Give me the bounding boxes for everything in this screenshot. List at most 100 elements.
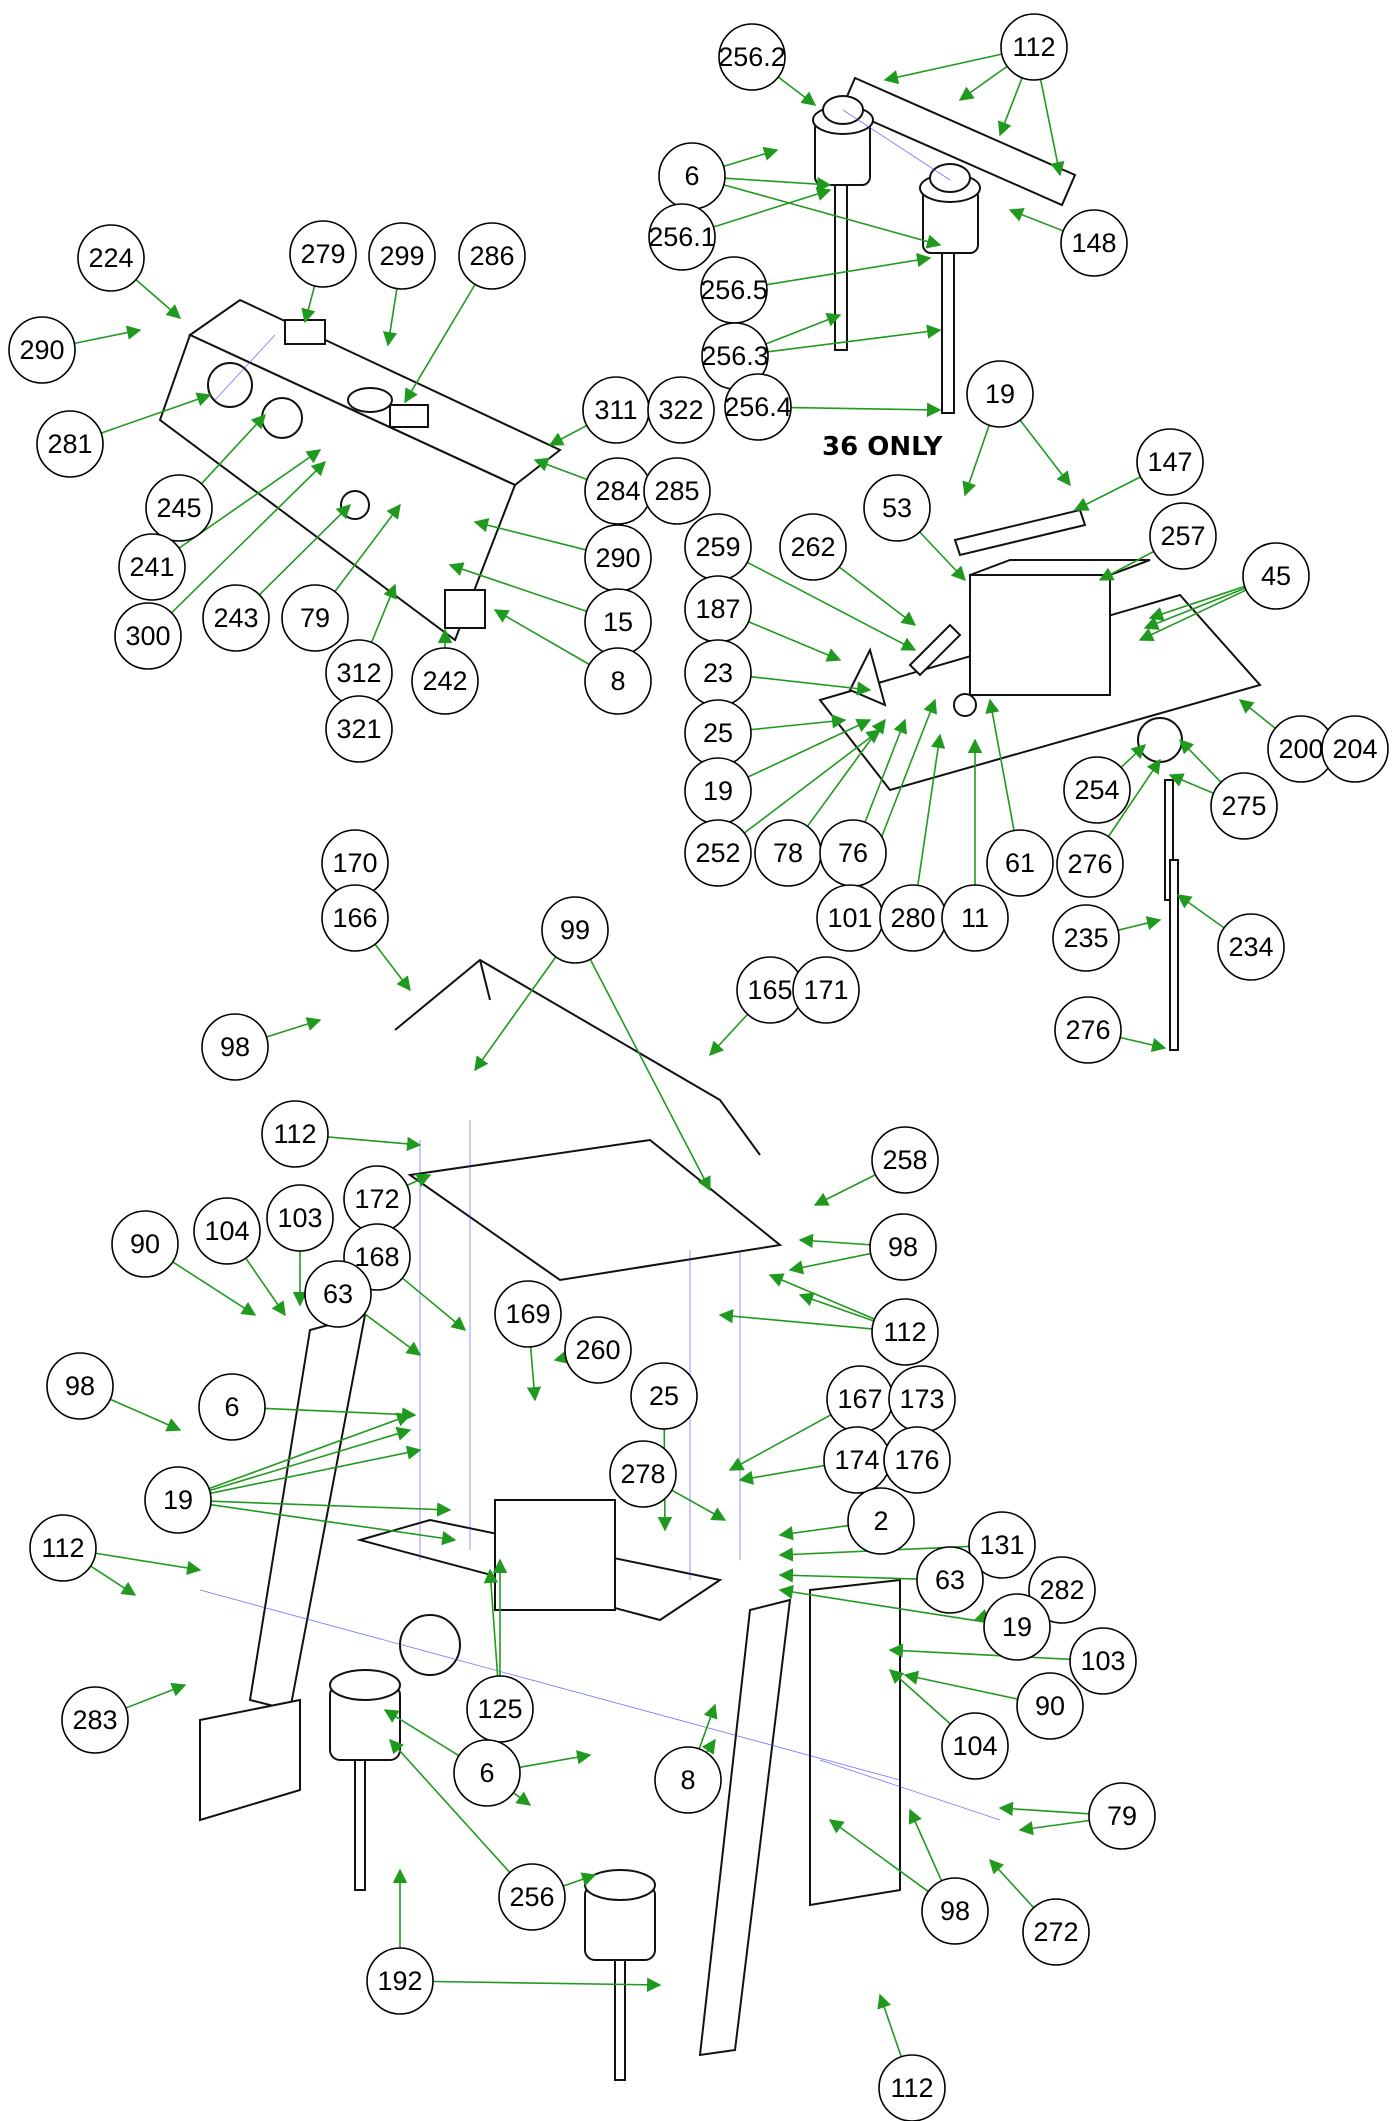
callout-19: 19: [144, 1466, 212, 1534]
callout-98: 98: [201, 1013, 269, 1081]
leader-line: [1018, 1819, 1090, 1836]
callout-311: 311: [582, 376, 650, 444]
callout-278: 278: [609, 1440, 677, 1508]
callout-147: 147: [1136, 428, 1204, 496]
callout-257: 257: [1149, 502, 1217, 570]
leader-line: [1143, 587, 1246, 630]
leader-line: [90, 1565, 137, 1596]
callout-label: 176: [894, 1445, 939, 1475]
leader-line: [709, 1013, 749, 1057]
callout-174: 174: [823, 1426, 891, 1494]
callout-25: 25: [630, 1362, 698, 1430]
callout-125: 125: [466, 1675, 534, 1743]
callout-280: 280: [879, 884, 947, 952]
leader-line: [1119, 1036, 1167, 1053]
leader-line: [767, 324, 942, 353]
leader-line: [750, 675, 872, 696]
callout-label: 6: [224, 1392, 239, 1422]
callout-167: 167: [826, 1365, 894, 1433]
leader-line: [258, 503, 352, 596]
leader-line: [562, 1872, 597, 1887]
callout-label: 285: [654, 476, 699, 506]
callout-label: 284: [595, 476, 640, 506]
callout-8: 8: [654, 1746, 722, 1814]
callout-103: 103: [1069, 1627, 1137, 1695]
leader-line: [1098, 550, 1155, 581]
callout-171: 171: [792, 956, 860, 1024]
callout-79: 79: [1088, 1782, 1156, 1850]
callout-241: 241: [118, 533, 186, 601]
leader-line: [997, 77, 1023, 137]
callout-label: 112: [890, 2073, 933, 2103]
leader-line: [1019, 419, 1071, 487]
callout-label: 299: [379, 241, 424, 271]
callout-label: 125: [477, 1694, 522, 1724]
leader-line: [589, 958, 711, 1192]
callout-label: 6: [684, 161, 699, 191]
callout-299: 299: [368, 222, 436, 290]
callout-label: 283: [72, 1705, 117, 1735]
callout-label: 258: [882, 1145, 927, 1175]
leader-line: [100, 392, 212, 434]
leader-line: [738, 1464, 825, 1485]
callout-label: 168: [354, 1242, 399, 1272]
callout-283: 283: [61, 1686, 129, 1754]
callout-76: 76: [819, 819, 887, 887]
callout-312: 312: [325, 639, 393, 707]
callout-290: 290: [8, 316, 76, 384]
callout-label: 76: [838, 838, 868, 868]
leader-line: [266, 1017, 322, 1038]
leader-lines: [74, 53, 1276, 2058]
callout-label: 103: [277, 1203, 322, 1233]
callout-label: 63: [935, 1565, 965, 1595]
callout-label: 256: [509, 1882, 554, 1912]
callout-label: 2: [873, 1506, 888, 1536]
callout-label: 290: [595, 543, 640, 573]
leader-line: [1138, 589, 1247, 641]
leader-line: [210, 1503, 457, 1546]
callout-label: 290: [19, 335, 64, 365]
leader-line: [519, 1750, 592, 1769]
callout-285: 285: [643, 457, 711, 525]
callout-label: 275: [1221, 791, 1266, 821]
callout-label: 169: [505, 1299, 550, 1329]
callout-label: 104: [952, 1731, 997, 1761]
callout-label: 112: [883, 1317, 926, 1347]
leader-line: [135, 279, 182, 319]
callout-label: 112: [41, 1533, 84, 1563]
callout-11: 11: [941, 884, 1009, 952]
callout-112: 112: [29, 1514, 97, 1582]
callout-322: 322: [647, 376, 715, 444]
callout-112: 112: [261, 1100, 329, 1168]
callout-label: 259: [695, 532, 740, 562]
leader-line: [718, 1309, 873, 1330]
callout-276: 276: [1054, 996, 1122, 1064]
callout-256-5: 256.5: [700, 256, 768, 324]
leader-line: [1008, 208, 1064, 232]
leader-line: [864, 718, 907, 823]
callout-6: 6: [658, 142, 726, 210]
callout-label: 245: [156, 493, 201, 523]
callout-label: 99: [560, 915, 590, 945]
callout-label: 8: [680, 1765, 695, 1795]
callout-256-4: 256.4: [724, 373, 792, 441]
callout-label: 165: [747, 975, 792, 1005]
callout-label: 281: [47, 429, 92, 459]
leader-line: [334, 503, 401, 593]
callout-label: 166: [332, 903, 377, 933]
callout-90: 90: [1016, 1672, 1084, 1740]
leader-line: [548, 424, 588, 446]
callout-label: 172: [354, 1184, 399, 1214]
leader-line: [125, 1682, 187, 1709]
callout-25: 25: [684, 699, 752, 767]
leader-line: [701, 1738, 716, 1755]
callout-187: 187: [684, 575, 752, 643]
callout-90: 90: [111, 1210, 179, 1278]
leader-line: [109, 1398, 182, 1432]
leader-line: [903, 1670, 1018, 1700]
callout-235: 235: [1052, 904, 1120, 972]
callout-label: 256.2: [718, 42, 786, 72]
callout-label: 311: [594, 395, 637, 425]
leader-line: [301, 285, 316, 324]
callout-label: 262: [790, 532, 835, 562]
